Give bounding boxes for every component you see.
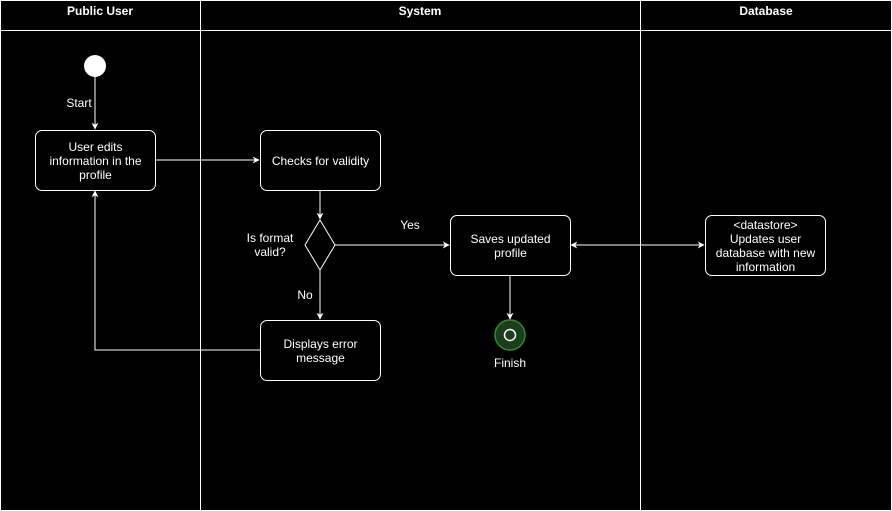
node-user-edits-profile-text: User edits information in the profile (49, 139, 142, 182)
node-datastore-text: <datastore> Updates user database with n… (715, 217, 816, 274)
lane-header-public-user: Public User (66, 4, 134, 18)
lane-header-database: Database (739, 4, 793, 18)
start-node (84, 55, 106, 77)
decision-diamond (304, 219, 336, 271)
node-saves-updated-profile-text: Saves updated profile (470, 231, 551, 260)
label-yes: Yes (400, 218, 420, 232)
node-datastore: <datastore> Updates user database with n… (705, 215, 826, 276)
node-displays-error-text: Displays error message (283, 336, 358, 365)
node-saves-updated-profile: Saves updated profile (450, 215, 571, 276)
node-displays-error: Displays error message (260, 320, 381, 381)
label-no: No (297, 288, 313, 302)
end-node-core (503, 328, 517, 342)
edge-error-to-edit (91, 190, 260, 351)
label-finish: Finish (493, 356, 526, 370)
decision-question: Is format valid? (246, 231, 294, 259)
label-start: Start (66, 96, 92, 110)
node-user-edits-profile: User edits information in the profile (35, 130, 156, 191)
end-node (494, 319, 526, 351)
node-checks-validity: Checks for validity (260, 130, 381, 191)
lane-header-system: System (398, 4, 442, 18)
node-checks-validity-text: Checks for validity (271, 153, 370, 168)
